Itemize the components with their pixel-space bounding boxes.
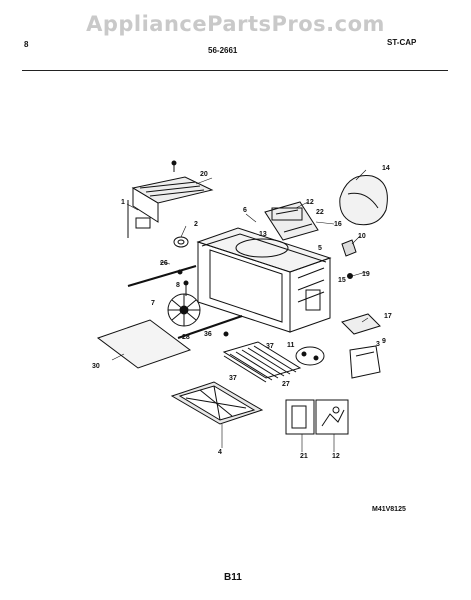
callout-label: 28 (182, 334, 190, 341)
callout-label: 5 (318, 245, 322, 252)
header-rule (22, 70, 448, 71)
rod-28-part (177, 315, 243, 339)
callout-label: 15 (338, 277, 346, 284)
callout-label: 1 (121, 199, 125, 206)
callout-label: 27 (282, 381, 290, 388)
ring-part (173, 236, 189, 248)
section-code: ST-CAP (387, 38, 417, 47)
small-pin-part (223, 331, 229, 337)
watermark: AppliancePartsPros.com (86, 12, 385, 36)
screw-part (171, 160, 177, 172)
fan-part (167, 293, 201, 327)
callout-label: 21 (300, 453, 308, 460)
callout-label: 14 (382, 165, 390, 172)
callout-label: 13 (259, 231, 267, 238)
control-bracket-part (264, 201, 319, 241)
callout-label: 36 (204, 331, 212, 338)
callout-label: 6 (243, 207, 247, 214)
oven-cavity-part (196, 227, 332, 333)
callout-label: 26 (160, 260, 168, 267)
callout-labels: 1 2 3 4 5 6 7 8 9 10 11 12 12 13 14 15 1… (92, 165, 392, 460)
callout-label: 37 (266, 343, 274, 350)
callout-label: 11 (287, 342, 295, 349)
callout-label: 30 (92, 363, 100, 370)
bracket-17-part (341, 313, 381, 335)
drip-pan-part (170, 381, 264, 425)
callout-label: 2 (194, 221, 198, 228)
callout-label: 12 (306, 199, 314, 206)
model-number: 56-2661 (208, 46, 238, 55)
leader-lines (111, 169, 369, 452)
callout-label: 17 (384, 313, 392, 320)
callout-label: 19 (362, 271, 370, 278)
screw-19-part (347, 273, 353, 279)
callout-label: 3 (376, 341, 380, 348)
rack-part (222, 341, 302, 383)
small-block-part (341, 239, 357, 257)
callout-label: 20 (200, 171, 208, 178)
dome-cover-part (339, 174, 388, 226)
callout-label: 16 (334, 221, 342, 228)
callout-label: 7 (151, 300, 155, 307)
callout-label: 9 (382, 338, 386, 345)
page-number: B11 (224, 572, 242, 583)
callout-label: 4 (218, 449, 222, 456)
knob-plate-part (295, 346, 325, 366)
parts-box-21 (285, 399, 315, 435)
callout-label: 12 (332, 453, 340, 460)
vent-panel-part (127, 176, 214, 238)
heater-rod-part (127, 265, 197, 287)
callout-label: 8 (176, 282, 180, 289)
callout-label: 22 (316, 209, 324, 216)
bottom-plate-part (96, 319, 192, 369)
figure-code: M41V8125 (372, 506, 406, 513)
parts-box-12 (315, 399, 349, 435)
bracket-9-part (349, 345, 381, 379)
header-left-mark: 8 (24, 40, 29, 49)
callout-label: 37 (229, 375, 237, 382)
callout-label: 10 (358, 233, 366, 240)
